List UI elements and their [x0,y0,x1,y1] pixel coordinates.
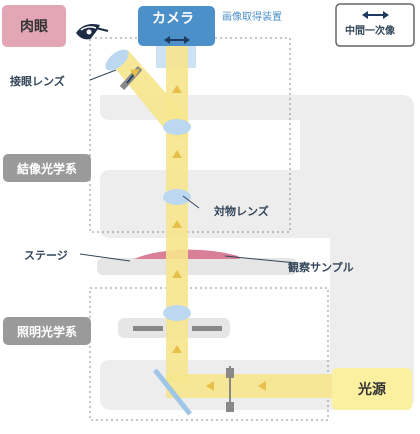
eyepiece-label: 接眼レンズ [10,75,65,88]
stage-label: ステージ [24,249,68,262]
mirror [153,368,192,416]
naked-eye-label: 肉眼 [2,5,66,47]
legend-double-arrow-heads [362,11,389,19]
microscope-body [100,95,414,410]
beam-horizontal [166,374,334,398]
aperture-diaphragm-left [133,326,163,331]
eye-icon [76,24,109,40]
illumination-optics-label: 照明光学系 [3,317,91,345]
image-capture-label: 画像取得装置 [222,12,282,23]
aperture-diaphragm-right [192,326,222,331]
leader-lines [79,69,297,264]
light-source-label: 光源 [332,368,412,410]
beam-arrows [130,69,266,391]
sample-label: 観察サンプル [288,261,354,274]
illumination-frame [89,287,329,421]
objective-label: 対物レンズ [214,205,269,218]
eyepiece-lens [105,49,129,71]
tube-lens [163,119,191,135]
beam-main [166,46,188,382]
camera-body [138,6,215,46]
camera-double-arrow-heads [164,36,190,44]
stage-plate [97,258,297,275]
condenser-lens [163,305,191,321]
objective-lens [163,189,191,205]
legend-box [335,3,415,47]
intermediate-image-label: 中間一次像 [345,26,395,37]
beam-eyepiece [110,50,188,138]
imaging-optics-label: 結像光学系 [3,154,91,182]
camera-label: カメラ [152,11,194,27]
field-diaphragm-bottom [226,402,234,412]
field-diaphragm-top [226,368,234,378]
